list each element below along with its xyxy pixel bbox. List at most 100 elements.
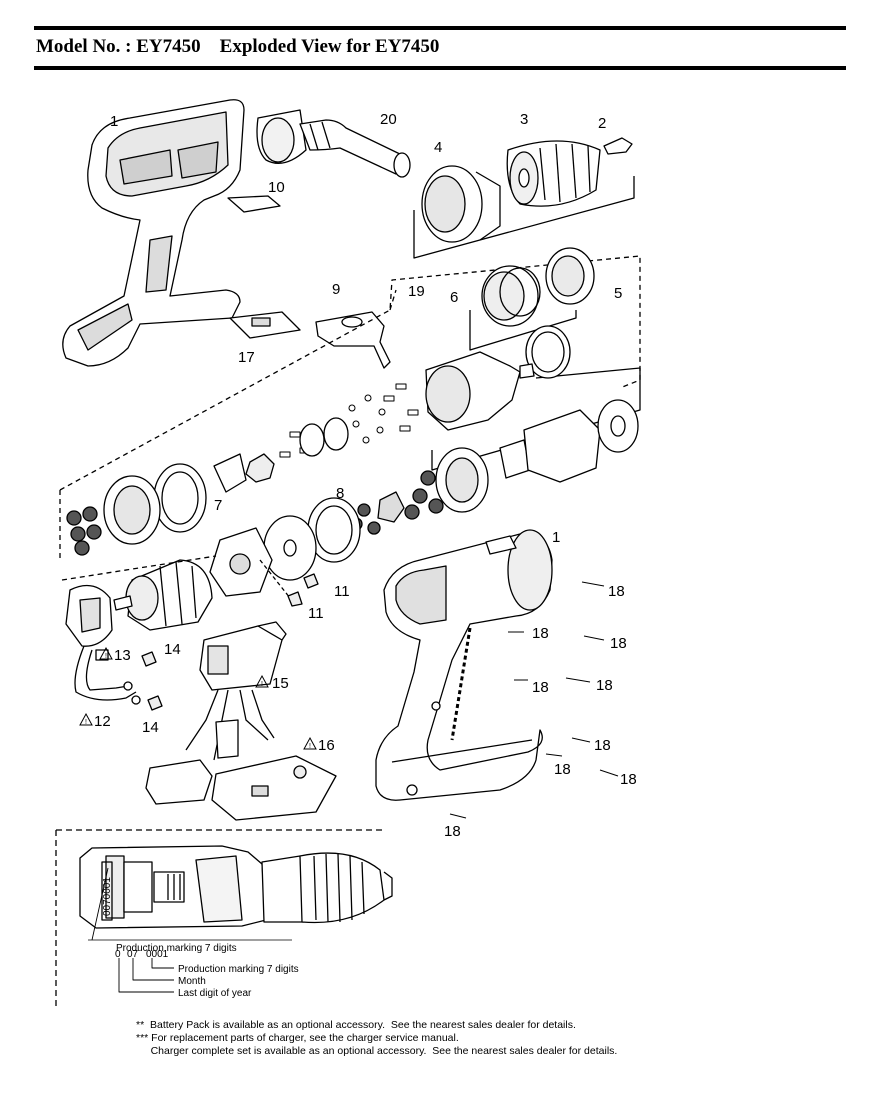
digits-month: 07	[127, 949, 139, 960]
label-p14-b: 14	[142, 719, 159, 736]
marking-leader-lines	[91, 867, 174, 993]
terminal-a	[123, 681, 133, 691]
label-p10: 10	[268, 179, 285, 196]
part-7-ring	[153, 463, 207, 533]
part-9-bracket	[315, 311, 391, 369]
label-p11-b: 11	[308, 605, 324, 622]
label-p1-top: 1	[110, 113, 118, 130]
part-10-plate	[227, 195, 281, 213]
motor-bracket	[61, 555, 217, 581]
part-number-labels: 1 20 3 2 4 10 9 19 6 5 17 7 8 1 11 11 18…	[79, 111, 637, 840]
label-p18-5: 18	[596, 677, 613, 694]
part-17-slot	[251, 317, 271, 327]
production-marking: 0070001 Production marking 7 digits 0 07…	[88, 877, 299, 999]
o-ring-inner	[531, 331, 565, 373]
note-charger-parts: *** For replacement parts of charger, se…	[136, 1032, 459, 1044]
trigger-switch	[199, 621, 287, 691]
label-p18-8: 18	[620, 771, 637, 788]
clutch-housing	[523, 409, 601, 483]
motor-mount-hole	[229, 553, 251, 575]
washer-ring-b	[323, 417, 349, 451]
note-charger-set: Charger complete set is available as an …	[136, 1045, 618, 1057]
note-battery: ** Battery Pack is available as an optio…	[136, 1019, 576, 1031]
label-p18-1: 18	[608, 583, 625, 600]
lead-wire-b	[85, 649, 129, 691]
marking-area-border	[55, 829, 382, 1010]
legend-year: Last digit of year	[178, 988, 252, 999]
controller-component	[251, 785, 269, 797]
part-14-screw-a	[141, 651, 157, 667]
group-bracket-chuck	[413, 176, 635, 259]
part-5-sleeve	[545, 247, 595, 305]
brush-holder	[65, 584, 113, 647]
washer-ring-a	[299, 423, 325, 457]
label-p7: 7	[214, 497, 222, 514]
header-rule-top	[34, 26, 846, 30]
part-11-screw-b	[287, 591, 303, 607]
label-p18-9: 18	[444, 823, 461, 840]
chuck-bottom-view	[261, 852, 393, 924]
header-rule-bottom	[34, 66, 846, 70]
battery-bottom-view	[79, 845, 267, 929]
part-14-screw-b	[147, 695, 163, 711]
clutch-plate-hole	[610, 415, 626, 437]
group-bracket-gears	[431, 367, 641, 471]
screws-18	[449, 581, 619, 819]
model-number: Model No. : EY7450	[36, 36, 201, 57]
digits-year: 0	[115, 949, 121, 960]
part-11-screw-a	[303, 573, 319, 589]
label-p18-6: 18	[594, 737, 611, 754]
lead-wire	[74, 645, 137, 701]
clutch-plate	[597, 399, 639, 453]
battery-terminal-block	[145, 759, 213, 805]
serial-box-text: 0070001	[102, 877, 113, 916]
thrust-washer-hole	[283, 539, 297, 557]
gear-case	[425, 351, 535, 431]
ring-gear-left-inner	[113, 485, 151, 535]
label-p9: 9	[332, 281, 340, 298]
planet-gears-left	[66, 506, 102, 556]
pins	[279, 383, 419, 458]
label-p6: 6	[450, 289, 458, 306]
ring-gear-right-inner	[445, 457, 479, 503]
terminal-b	[131, 695, 141, 705]
label-p14-a: 14	[164, 641, 181, 658]
view-title: Exploded View for EY7450	[219, 36, 440, 57]
part-9-hole	[341, 316, 363, 328]
digits-serial: 0001	[146, 949, 169, 960]
label-p18-4: 18	[532, 679, 549, 696]
serial-box	[101, 861, 113, 921]
part-6-rings	[481, 265, 541, 327]
thrust-washer	[263, 515, 317, 581]
label-p13: 13	[114, 647, 131, 664]
label-p4: 4	[434, 139, 442, 156]
chuck-sleeve	[506, 140, 601, 207]
legend-month: Month	[178, 976, 206, 987]
label-p1-right: 1	[552, 529, 560, 546]
gear-small	[245, 453, 275, 483]
label-p8: 8	[336, 485, 344, 502]
label-p18-3: 18	[610, 635, 627, 652]
group-bracket-19	[59, 255, 641, 558]
housing-half-left	[62, 99, 245, 367]
controller-capacitor	[293, 765, 307, 779]
label-p18-7: 18	[554, 761, 571, 778]
footnotes: ** Battery Pack is available as an optio…	[136, 1019, 617, 1058]
o-ring	[525, 325, 571, 379]
wire-sleeve	[215, 719, 239, 759]
part-11-leader-line	[259, 559, 291, 599]
label-p18-2: 18	[532, 625, 549, 642]
label-p15: 15	[272, 675, 289, 692]
planet-gears-right	[404, 470, 444, 520]
chuck-screw	[603, 137, 633, 155]
legend-serial: Production marking 7 digits	[178, 964, 299, 975]
label-p5: 5	[614, 285, 622, 302]
group-bracket-rings	[469, 310, 577, 351]
planet-carrier-left	[213, 453, 247, 493]
production-marking-label: Production marking 7 digits	[116, 943, 237, 954]
label-p17: 17	[238, 349, 255, 366]
controller-board	[211, 755, 337, 821]
label-p2: 2	[598, 115, 606, 132]
part-8-ring-inner	[315, 505, 353, 555]
